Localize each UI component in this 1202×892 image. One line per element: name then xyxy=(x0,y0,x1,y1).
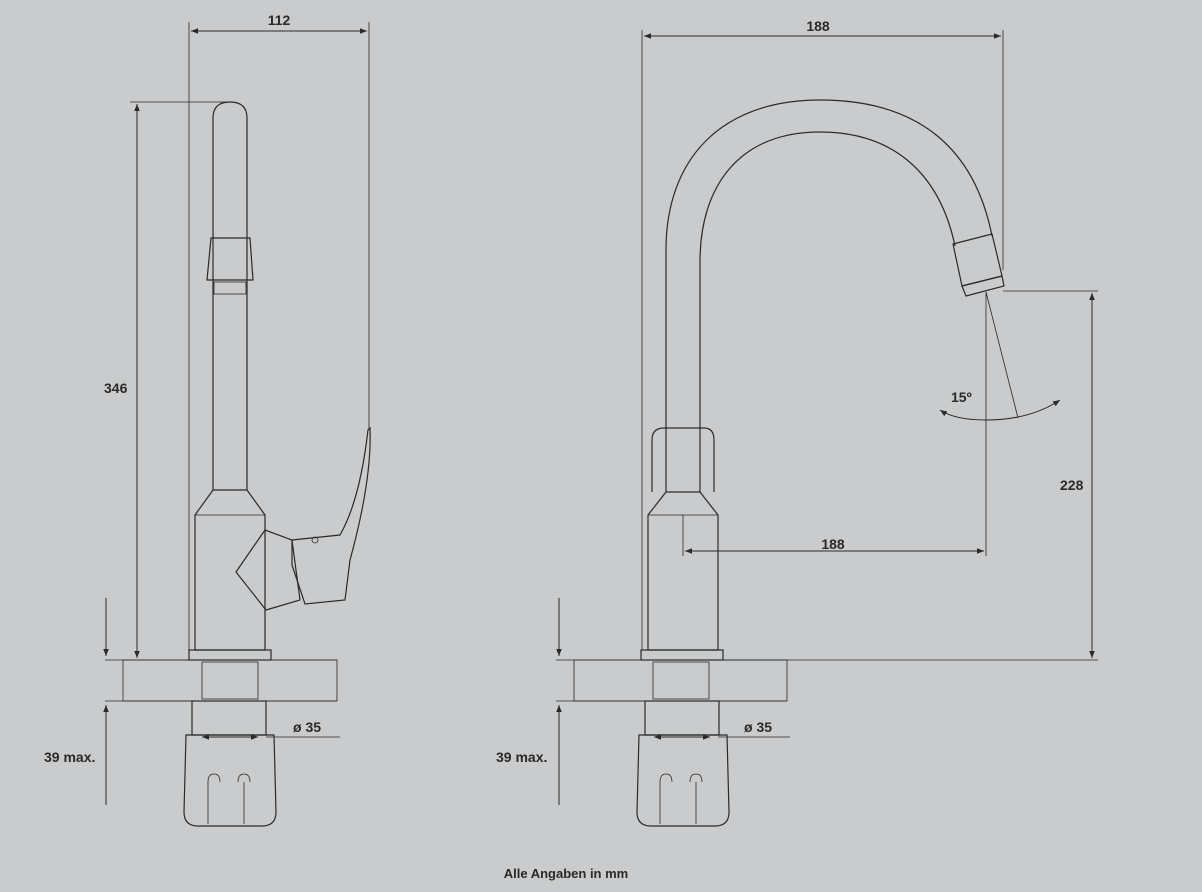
side-lever xyxy=(235,529,301,611)
front-under-counter-dim: 39 max. xyxy=(496,749,547,765)
front-spout-height-dim: 228 xyxy=(1060,477,1084,493)
front-reach-dim: 188 xyxy=(821,536,845,552)
side-view: 112 346 39 max. ø 35 xyxy=(44,12,371,827)
side-width-dim: 112 xyxy=(268,12,291,28)
front-counter xyxy=(556,659,788,702)
side-body xyxy=(194,489,266,651)
swivel-angle: 15º xyxy=(951,389,972,405)
side-counter xyxy=(105,659,338,702)
swivel-arc xyxy=(939,399,1061,421)
front-view: 188 188 15º 228 39 max. ø 35 xyxy=(496,18,1098,827)
side-aerator xyxy=(206,237,254,281)
front-lever xyxy=(651,427,715,492)
side-mount-nut xyxy=(183,734,277,827)
front-diameter-dim: ø 35 xyxy=(744,719,772,735)
side-under-counter-dim: 39 max. xyxy=(44,749,95,765)
side-height-dim: 346 xyxy=(104,380,128,396)
side-diameter-dim: ø 35 xyxy=(293,719,321,735)
side-spout xyxy=(212,101,248,490)
front-spout xyxy=(665,99,993,492)
units-caption: Alle Angaben in mm xyxy=(504,866,628,881)
front-mount-nut xyxy=(636,734,730,827)
front-width-dim: 188 xyxy=(806,18,830,34)
